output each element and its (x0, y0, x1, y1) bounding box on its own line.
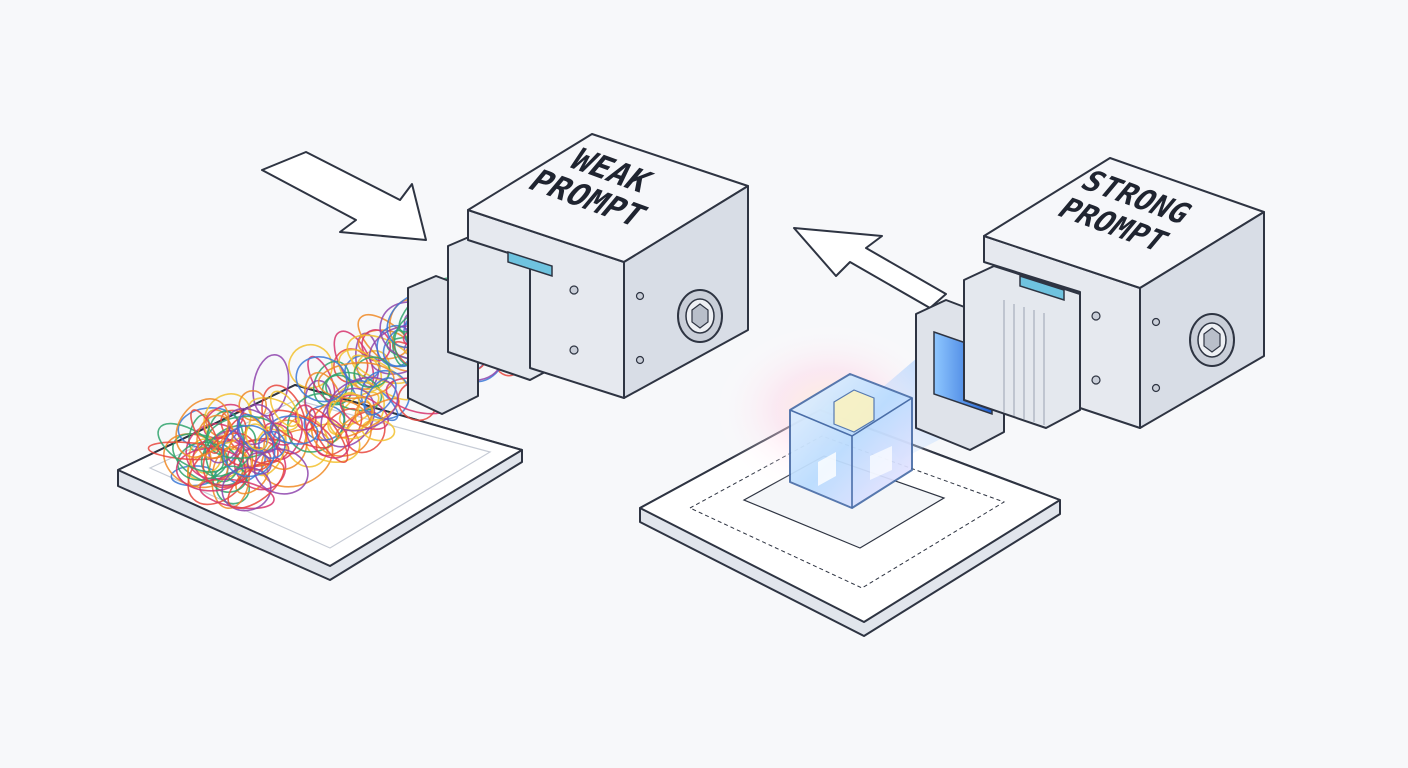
tangle-loop (175, 398, 230, 458)
tangle-loop (353, 356, 391, 389)
tangle-loop (308, 407, 349, 464)
strong-prompt-machine: STRONG PROMPT (915, 157, 1265, 451)
tangle-loop (269, 415, 319, 445)
tangle-loop (326, 376, 399, 432)
hex-port-icon (1189, 313, 1235, 367)
tangle-loop (222, 424, 276, 478)
tangle-loop (354, 401, 373, 427)
arrow-down-right-icon (261, 151, 427, 241)
hex-port-icon (677, 289, 723, 343)
weak-prompt-machine: WEAK PROMPT (407, 133, 749, 415)
tangle-loop (253, 448, 309, 495)
tangle-loop (321, 374, 353, 406)
tangle-loop (227, 407, 281, 454)
tangle-loop (363, 377, 397, 416)
tangle-loop (269, 390, 299, 428)
tangle-loop (227, 459, 285, 509)
tangle-loop (294, 404, 317, 431)
tangle-loop (157, 422, 225, 473)
tangle-loop (221, 466, 272, 512)
tangle-loop (295, 356, 348, 403)
arrow-up-left-icon (793, 227, 947, 309)
crystal-cube (789, 373, 913, 509)
tangle-loop (196, 414, 234, 459)
tangle-loop (361, 419, 396, 442)
tangle-loop (345, 410, 386, 454)
weak-prompt-group: WEAK PROMPT (117, 133, 749, 581)
tangle-loop (238, 390, 268, 421)
tangle-loop (317, 361, 395, 400)
tangle-loop (305, 415, 350, 459)
weak-output-tray (117, 384, 523, 581)
tangle-loop (190, 409, 220, 455)
strong-prompt-group: STRONG PROMPT (639, 157, 1265, 637)
tangle-loop (199, 478, 275, 510)
